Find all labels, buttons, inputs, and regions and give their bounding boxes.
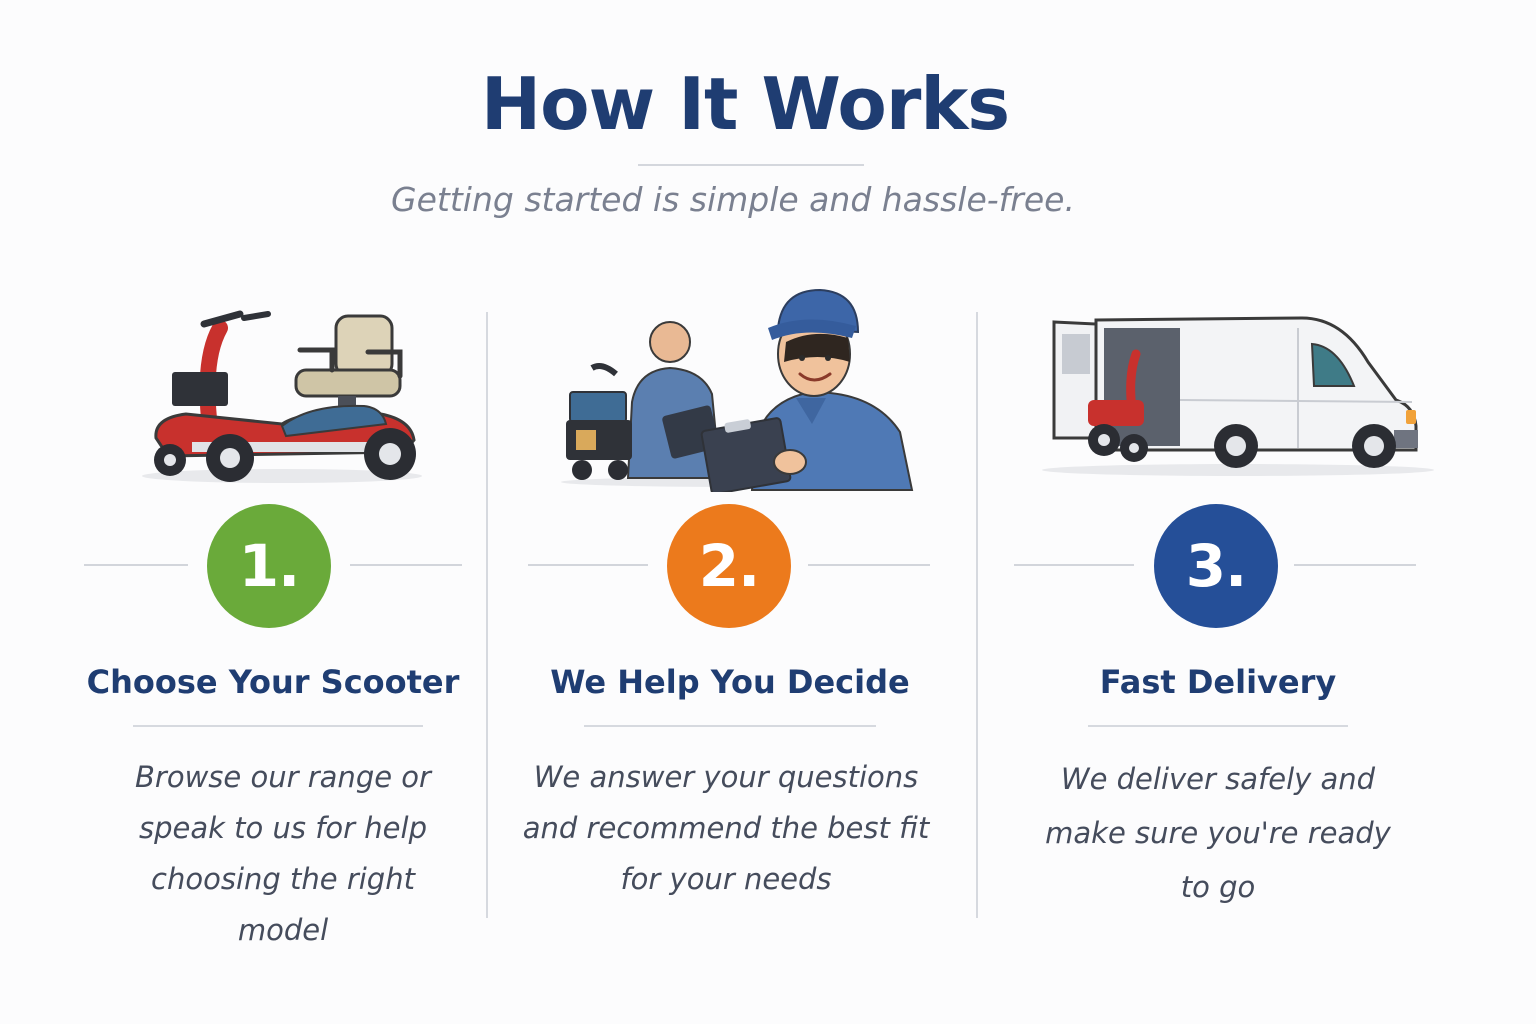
badge-line-left [1014, 564, 1134, 566]
step-description: We deliver safely and make sure you're r… [1045, 762, 1391, 904]
step-description: We answer your questions and recommend t… [522, 760, 930, 896]
badge-line-right [350, 564, 462, 566]
step-title: We Help You Decide [550, 663, 910, 701]
mobility-scooter-icon [142, 310, 422, 483]
badge-line-right [808, 564, 930, 566]
step-title-divider [133, 725, 423, 727]
step-number-badge: 3. [1154, 504, 1278, 628]
column-divider-1 [486, 312, 488, 918]
step-title-divider [584, 725, 876, 727]
page-title: How It Works [480, 62, 1010, 146]
page-subtitle: Getting started is simple and hassle-fre… [391, 180, 1075, 219]
badge-line-left [528, 564, 648, 566]
step-number-badge: 2. [667, 504, 791, 628]
step-number-badge: 1. [207, 504, 331, 628]
helpful-staff-icon [561, 288, 914, 492]
column-divider-2 [976, 312, 978, 918]
delivery-van-icon [1042, 316, 1434, 476]
step-title: Fast Delivery [1099, 663, 1337, 701]
badge-line-right [1294, 564, 1416, 566]
step-title: Choose Your Scooter [86, 663, 460, 701]
title-divider [638, 164, 864, 166]
step-title-divider [1088, 725, 1348, 727]
badge-line-left [84, 564, 188, 566]
step-description: Browse our range or speak to us for help… [135, 760, 431, 947]
